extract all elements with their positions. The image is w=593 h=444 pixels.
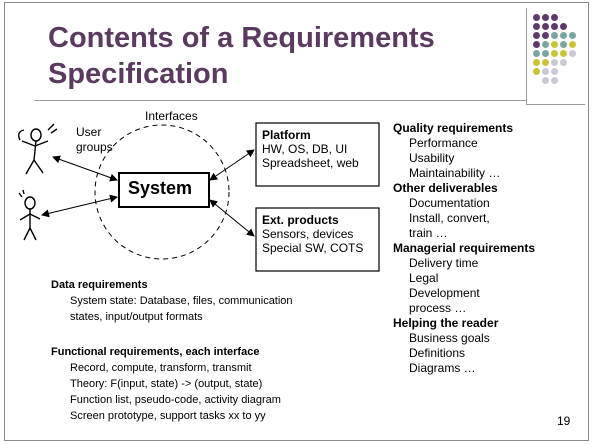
decor-dot: [533, 32, 540, 39]
platform-box-content: Platform HW, OS, DB, UI Spreadsheet, web: [262, 128, 359, 170]
managerial-item: Development: [409, 286, 480, 300]
decor-dot: [542, 32, 549, 39]
decor-dot: [551, 14, 558, 21]
system-platform-arrow: [209, 149, 255, 181]
decor-dot: [551, 41, 558, 48]
deliverable-item: Install, convert,: [409, 211, 490, 225]
decor-dot: [551, 77, 558, 84]
system-ext-arrow: [209, 199, 255, 237]
decor-dot: [569, 32, 576, 39]
decor-dot: [542, 14, 549, 21]
data-requirements-line: System state: Database, files, communica…: [70, 295, 293, 307]
quality-item: Usability: [409, 151, 455, 165]
managerial-requirements-heading: Managerial requirements: [393, 241, 536, 255]
functional-requirements-line: Theory: F(input, state) -> (output, stat…: [70, 378, 263, 390]
system-label: System: [128, 178, 193, 198]
decor-dot: [560, 23, 567, 30]
user-figure-icon: [17, 123, 58, 175]
data-requirements-section: Data requirements System state: Database…: [51, 277, 293, 325]
decor-dot: [533, 68, 540, 75]
helping-reader-heading: Helping the reader: [393, 316, 499, 330]
decor-dot: [533, 59, 540, 66]
page-number: 19: [557, 414, 571, 428]
decor-dot: [569, 50, 576, 57]
slide-border: [4, 2, 589, 441]
user-groups-label: groups: [76, 140, 113, 154]
decor-dot: [533, 23, 540, 30]
decor-dot: [560, 41, 567, 48]
decor-dot: [551, 32, 558, 39]
decor-dot: [551, 50, 558, 57]
helping-item: Business goals: [409, 331, 490, 345]
decor-dot: [560, 59, 567, 66]
helping-item: Diagrams …: [409, 361, 476, 375]
decor-dot: [569, 41, 576, 48]
functional-requirements-line: Screen prototype, support tasks xx to yy: [70, 410, 266, 422]
slide-title: Contents of a Requirements Specification: [48, 22, 435, 90]
ext-products-line: Special SW, COTS: [262, 241, 364, 255]
platform-line: Spreadsheet, web: [262, 156, 359, 170]
title-divider: [34, 100, 526, 101]
decor-dot: [533, 50, 540, 57]
functional-requirements-heading: Functional requirements, each interface: [51, 346, 260, 358]
quality-requirements-heading: Quality requirements: [393, 121, 514, 135]
system-box: [118, 172, 210, 208]
interfaces-label: Interfaces: [145, 109, 198, 123]
ext-products-box: [255, 207, 380, 272]
decor-dot: [542, 68, 549, 75]
decor-dot: [560, 50, 567, 57]
quality-item: Performance: [409, 136, 478, 150]
ext-products-line: Sensors, devices: [262, 227, 354, 241]
managerial-item: Delivery time: [409, 256, 479, 270]
data-requirements-heading: Data requirements: [51, 279, 148, 291]
helping-item: Definitions: [409, 346, 466, 360]
user-figure-icon: [18, 189, 41, 241]
decor-dot: [533, 41, 540, 48]
quality-item: Maintainability …: [409, 166, 501, 180]
right-column: Quality requirements Performance Usabili…: [393, 121, 593, 376]
managerial-item: process …: [409, 301, 467, 315]
decor-dot: [533, 14, 540, 21]
user-system-arrow: [41, 194, 118, 218]
decor-dot: [542, 50, 549, 57]
user-system-arrow: [52, 155, 118, 182]
decorative-dots: [526, 8, 585, 105]
decor-dot: [542, 77, 549, 84]
ext-products-box-content: Ext. products Sensors, devices Special S…: [262, 213, 363, 255]
functional-requirements-line: Function list, pseudo-code, activity dia…: [70, 394, 281, 406]
user-groups-label: User: [76, 125, 101, 139]
data-requirements-line: states, input/output formats: [70, 311, 203, 323]
platform-line: HW, OS, DB, UI: [262, 142, 348, 156]
decor-dot: [551, 68, 558, 75]
decor-dot: [542, 41, 549, 48]
ext-products-title: Ext. products: [262, 213, 339, 227]
interface-boundary-circle: [94, 124, 230, 260]
managerial-item: Legal: [409, 271, 439, 285]
deliverable-item: train …: [409, 226, 448, 240]
decor-dot: [542, 23, 549, 30]
platform-title: Platform: [262, 128, 311, 142]
platform-box: [255, 122, 380, 187]
functional-requirements-line: Record, compute, transform, transmit: [70, 362, 252, 374]
decor-dot: [560, 32, 567, 39]
functional-requirements-section: Functional requirements, each interface …: [51, 344, 281, 424]
other-deliverables-heading: Other deliverables: [393, 181, 498, 195]
decor-dot: [551, 23, 558, 30]
deliverable-item: Documentation: [409, 196, 490, 210]
decor-dot: [542, 59, 549, 66]
decor-dot: [551, 59, 558, 66]
